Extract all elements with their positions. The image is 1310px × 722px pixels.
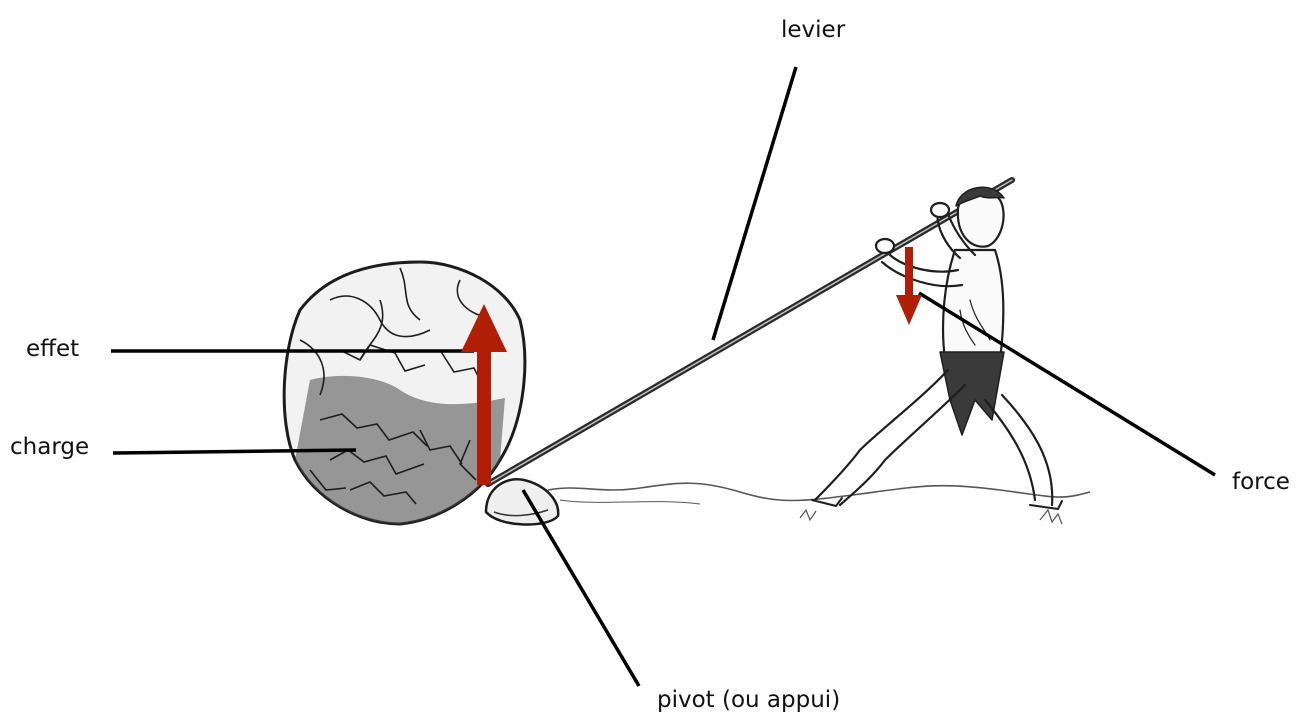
pivot-stone	[486, 479, 558, 524]
lever-bar	[488, 180, 1012, 484]
man-figure	[812, 187, 1062, 509]
label-effet: effet	[26, 338, 79, 361]
label-levier: levier	[781, 19, 845, 42]
leader-line-levier	[713, 67, 796, 340]
label-force: force	[1232, 471, 1290, 494]
label-charge: charge	[10, 436, 89, 459]
leader-line-pivot	[523, 490, 639, 686]
label-pivot: pivot (ou appui)	[657, 689, 840, 712]
ground	[548, 483, 1090, 524]
force-arrow	[896, 247, 922, 325]
leader-lines	[111, 67, 1215, 686]
